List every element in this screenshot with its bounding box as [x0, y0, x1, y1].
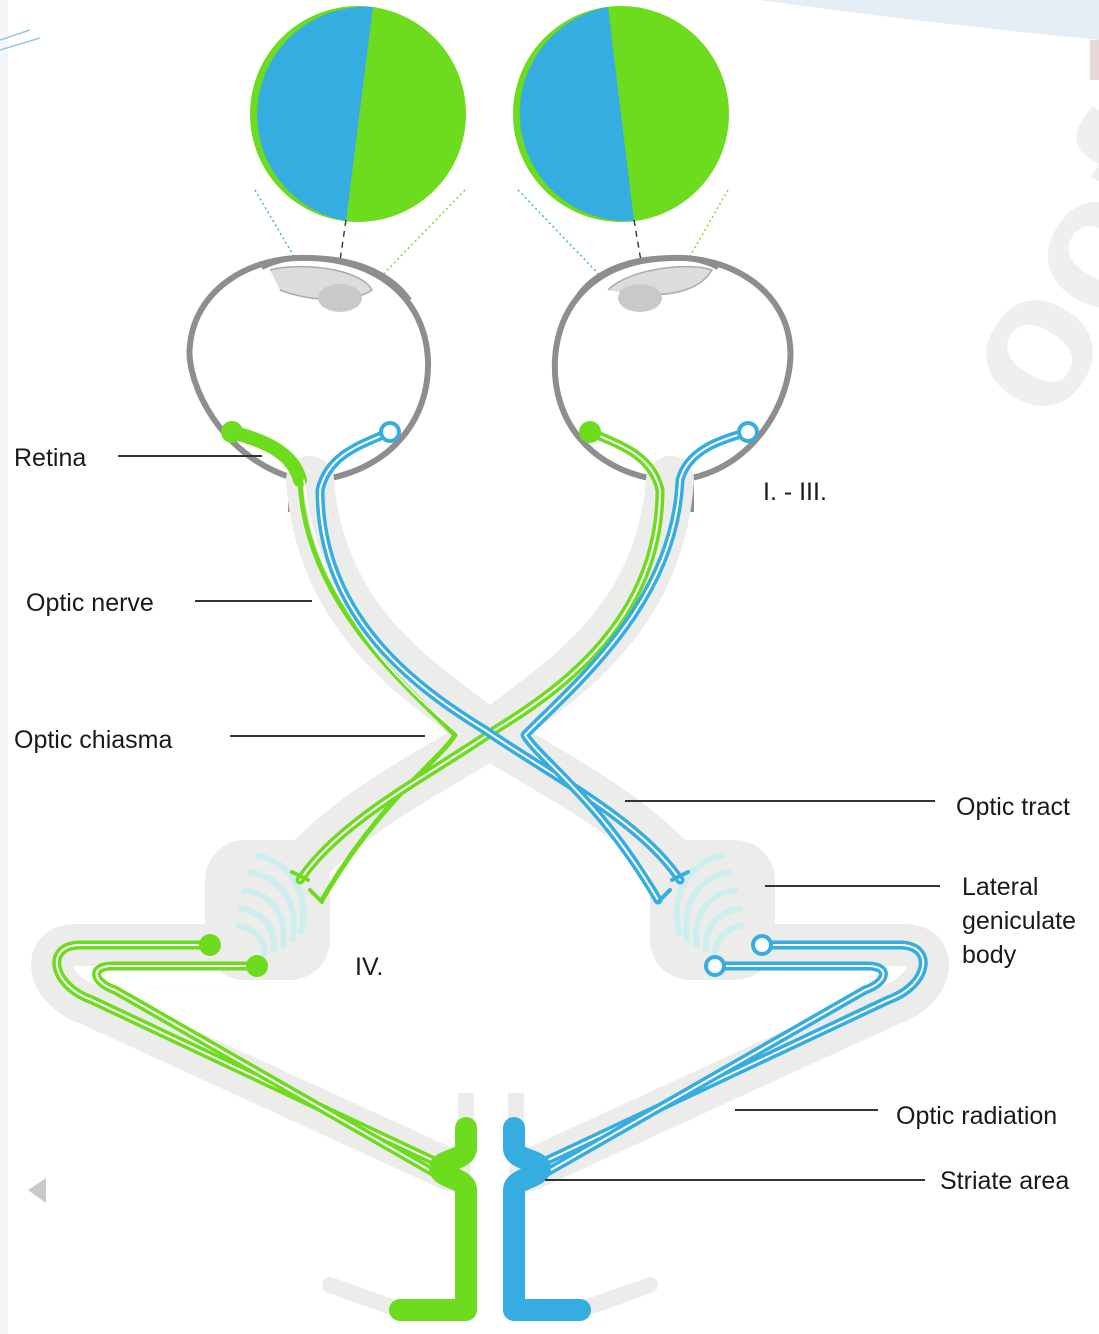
green-pathway — [57, 421, 660, 1310]
label-lateral-geniculate-line2: geniculate — [962, 907, 1076, 935]
label-retina: Retina — [14, 444, 86, 472]
label-striate-area: Striate area — [940, 1167, 1069, 1195]
left-arrow-icon — [28, 1178, 46, 1203]
label-lateral-geniculate-line1: Lateral — [962, 873, 1038, 901]
pathway-sheath — [52, 480, 928, 1310]
label-stage-1-3: I. - III. — [763, 478, 827, 506]
label-optic-chiasma: Optic chiasma — [14, 726, 172, 754]
label-lateral-geniculate-line3: body — [962, 941, 1017, 969]
label-optic-radiation: Optic radiation — [896, 1102, 1057, 1130]
label-stage-4: IV. — [355, 953, 383, 981]
label-optic-tract: Optic tract — [956, 793, 1070, 821]
blue-pathway — [320, 423, 923, 1310]
watermark-text: oof — [906, 87, 1099, 450]
visual-field-right — [513, 6, 729, 222]
label-optic-nerve: Optic nerve — [26, 589, 154, 617]
visual-field-left — [250, 6, 466, 222]
